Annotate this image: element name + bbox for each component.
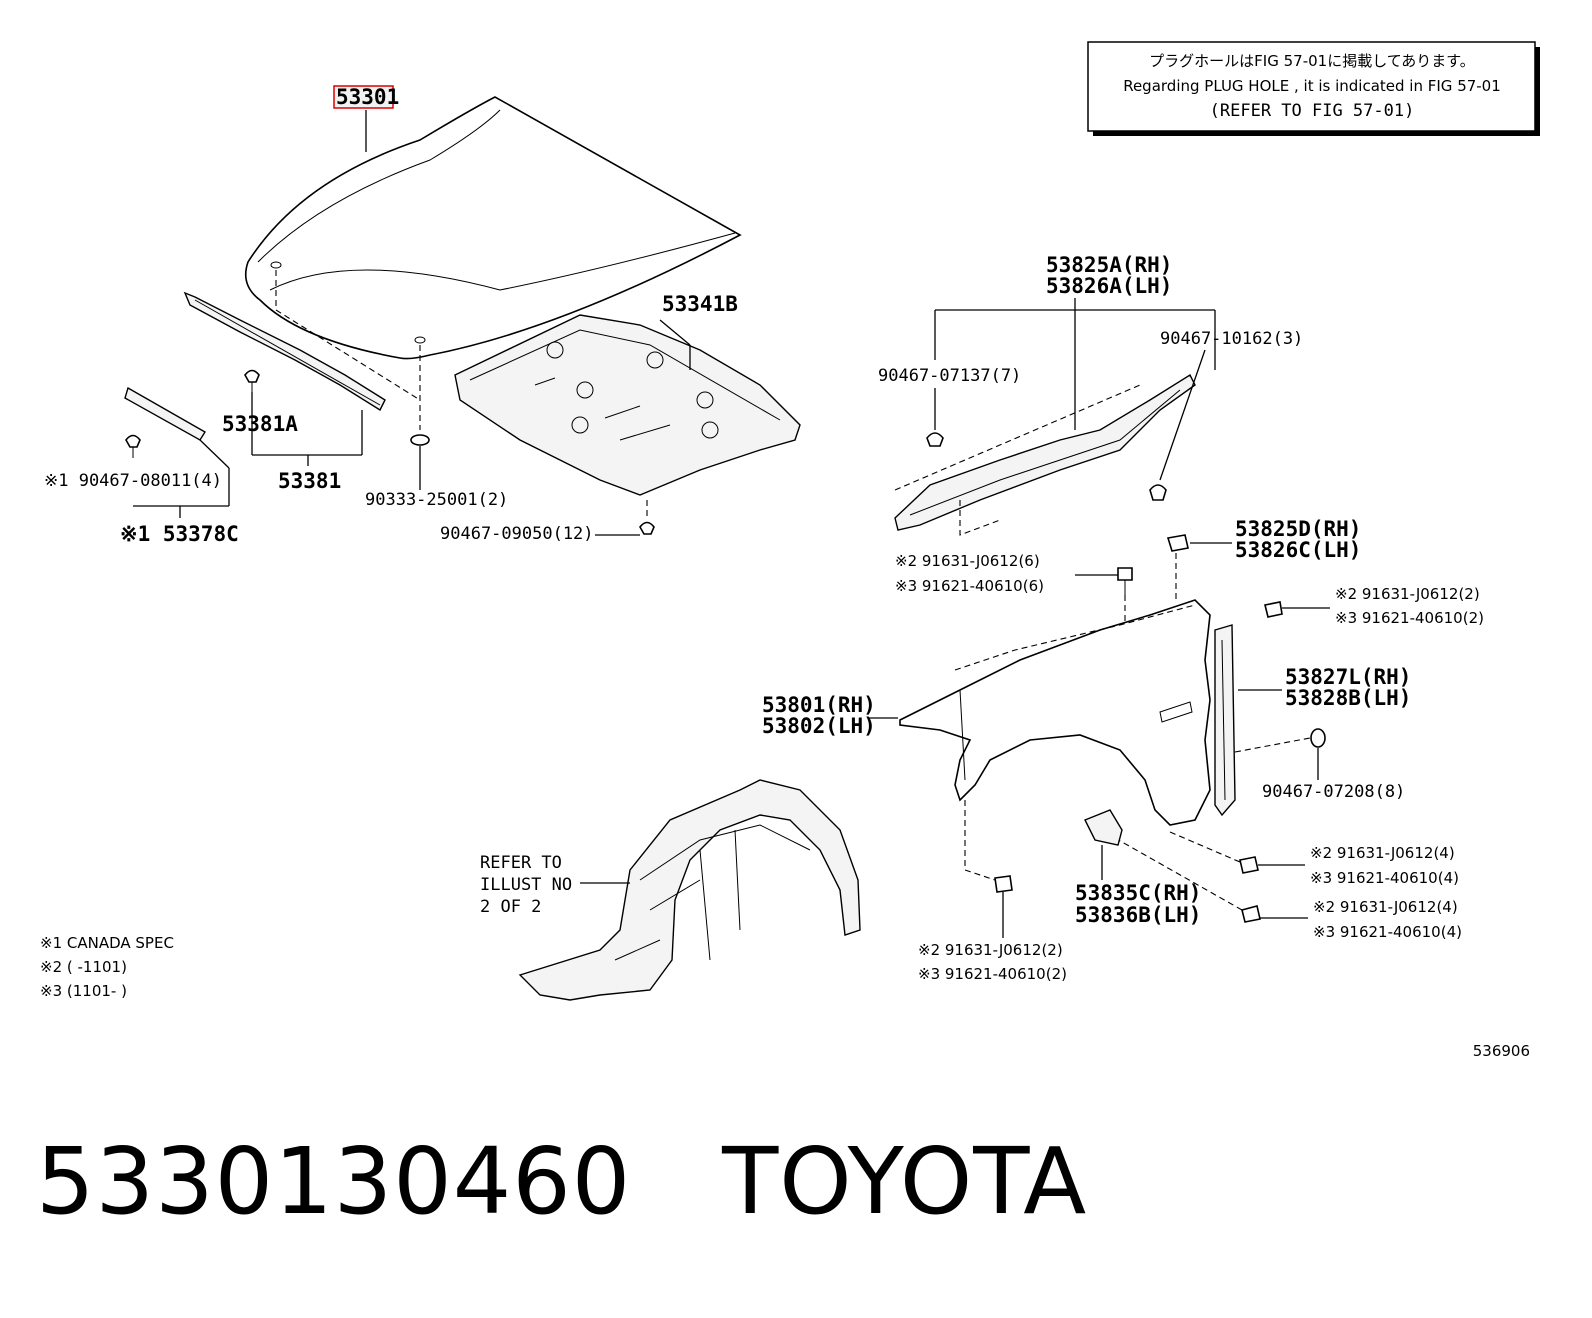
- clip-cowl-7-label[interactable]: 90467-07137(7): [878, 366, 1021, 386]
- clip-insulator-label[interactable]: 90467-09050(12): [440, 524, 594, 544]
- clip-icon-canada: [125, 434, 141, 458]
- bolt-icon-low: [1241, 905, 1261, 923]
- clip-icon-seal: [244, 369, 260, 392]
- figure-number: 536906: [1473, 1042, 1530, 1060]
- hood-label-highlight: [333, 85, 394, 109]
- legend-after-1101: ※3 (1101- ): [40, 982, 127, 1000]
- front-fender[interactable]: [899, 599, 1211, 826]
- note-line-jp: プラグホールはFIG 57-01に掲載してあります。: [1149, 52, 1475, 70]
- legend-canada-spec: ※1 CANADA SPEC: [40, 934, 174, 952]
- clip-cowl-3-label[interactable]: 90467-10162(3): [1160, 329, 1303, 349]
- bolt-mid-2-label[interactable]: ※2 91631-J0612(4): [1310, 844, 1455, 862]
- fender-cover-icon: [1166, 534, 1189, 552]
- bolt-bottom-2-label[interactable]: ※2 91631-J0612(2): [918, 941, 1063, 959]
- hood-part-label[interactable]: 53301: [336, 85, 399, 109]
- seal-canada-label[interactable]: ※1 53378C: [120, 522, 239, 546]
- bolt-low-2-label[interactable]: ※2 91631-J0612(4): [1313, 898, 1458, 916]
- note-box: プラグホールはFIG 57-01に掲載してあります。 Regarding PLU…: [1087, 41, 1540, 136]
- clip-fender-label[interactable]: 90467-07208(8): [1262, 782, 1405, 802]
- cover-rh-label[interactable]: 53825D(RH): [1235, 517, 1361, 541]
- cowl-seal-lh-label[interactable]: 53826A(LH): [1046, 274, 1172, 298]
- legend-before-1101: ※2 ( -1101): [40, 958, 127, 976]
- bolt-icon-bottom: [994, 875, 1013, 893]
- clip-icon-cowl-left: [926, 432, 944, 447]
- footer-brand: TOYOTA: [722, 1128, 1088, 1235]
- fender-bracket[interactable]: [1084, 809, 1123, 846]
- cowl-seal-rh-label[interactable]: 53825A(RH): [1046, 253, 1172, 277]
- cushion-icon: [410, 434, 430, 446]
- fender-rh-label[interactable]: 53801(RH): [762, 693, 876, 717]
- insulator-label[interactable]: 53341B: [662, 292, 738, 316]
- fender-lh-label[interactable]: 53802(LH): [762, 714, 876, 738]
- bolt-bottom-3-label[interactable]: ※3 91621-40610(2): [918, 965, 1067, 983]
- bracket-lh-label[interactable]: 53836B(LH): [1075, 903, 1201, 927]
- refer-line-1: REFER TO: [480, 853, 562, 873]
- clip-icon-insulator: [639, 521, 655, 535]
- bolt-top-3-label[interactable]: ※3 91621-40610(6): [895, 577, 1044, 595]
- bolt-right-2-label[interactable]: ※2 91631-J0612(2): [1335, 585, 1480, 603]
- cover-lh-label[interactable]: 53826C(LH): [1235, 538, 1361, 562]
- bracket-rh-label[interactable]: 53835C(RH): [1075, 881, 1201, 905]
- bolt-icon-mid: [1239, 856, 1259, 874]
- fender-liner[interactable]: [518, 779, 861, 1001]
- cushion-label[interactable]: 90333-25001(2): [365, 490, 508, 510]
- clip-canada-label[interactable]: ※1 90467-08011(4): [44, 471, 222, 491]
- bolt-icon-right: [1264, 601, 1283, 618]
- bolt-icon-top: [1117, 567, 1133, 595]
- note-line-refer: (REFER TO FIG 57-01): [1210, 101, 1415, 121]
- hood-seal-strip[interactable]: [183, 291, 386, 412]
- hood-insulator[interactable]: [454, 314, 801, 496]
- footer-title: 5330130460 TOYOTA: [36, 1128, 1087, 1235]
- seal-label[interactable]: 53381: [278, 469, 341, 493]
- fender-seal[interactable]: [1214, 624, 1236, 817]
- cowl-seal[interactable]: [894, 373, 1196, 536]
- refer-line-2: ILLUST NO: [480, 875, 572, 895]
- bolt-low-3-label[interactable]: ※3 91621-40610(4): [1313, 923, 1462, 941]
- hood-seal-canada[interactable]: [124, 386, 206, 441]
- seal-a-label[interactable]: 53381A: [222, 412, 298, 436]
- bolt-right-3-label[interactable]: ※3 91621-40610(2): [1335, 609, 1484, 627]
- note-line-en: Regarding PLUG HOLE , it is indicated in…: [1123, 77, 1501, 95]
- bolt-top-2-label[interactable]: ※2 91631-J0612(6): [895, 552, 1040, 570]
- fender-seal-rh-label[interactable]: 53827L(RH): [1285, 665, 1411, 689]
- footer-part-number: 5330130460: [36, 1128, 632, 1235]
- clip-icon-fender: [1310, 728, 1326, 748]
- bolt-mid-3-label[interactable]: ※3 91621-40610(4): [1310, 869, 1459, 887]
- refer-line-3: 2 OF 2: [480, 897, 541, 917]
- hood-panel[interactable]: [244, 96, 742, 360]
- fender-seal-lh-label[interactable]: 53828B(LH): [1285, 686, 1411, 710]
- clip-icon-cowl-right: [1149, 484, 1167, 501]
